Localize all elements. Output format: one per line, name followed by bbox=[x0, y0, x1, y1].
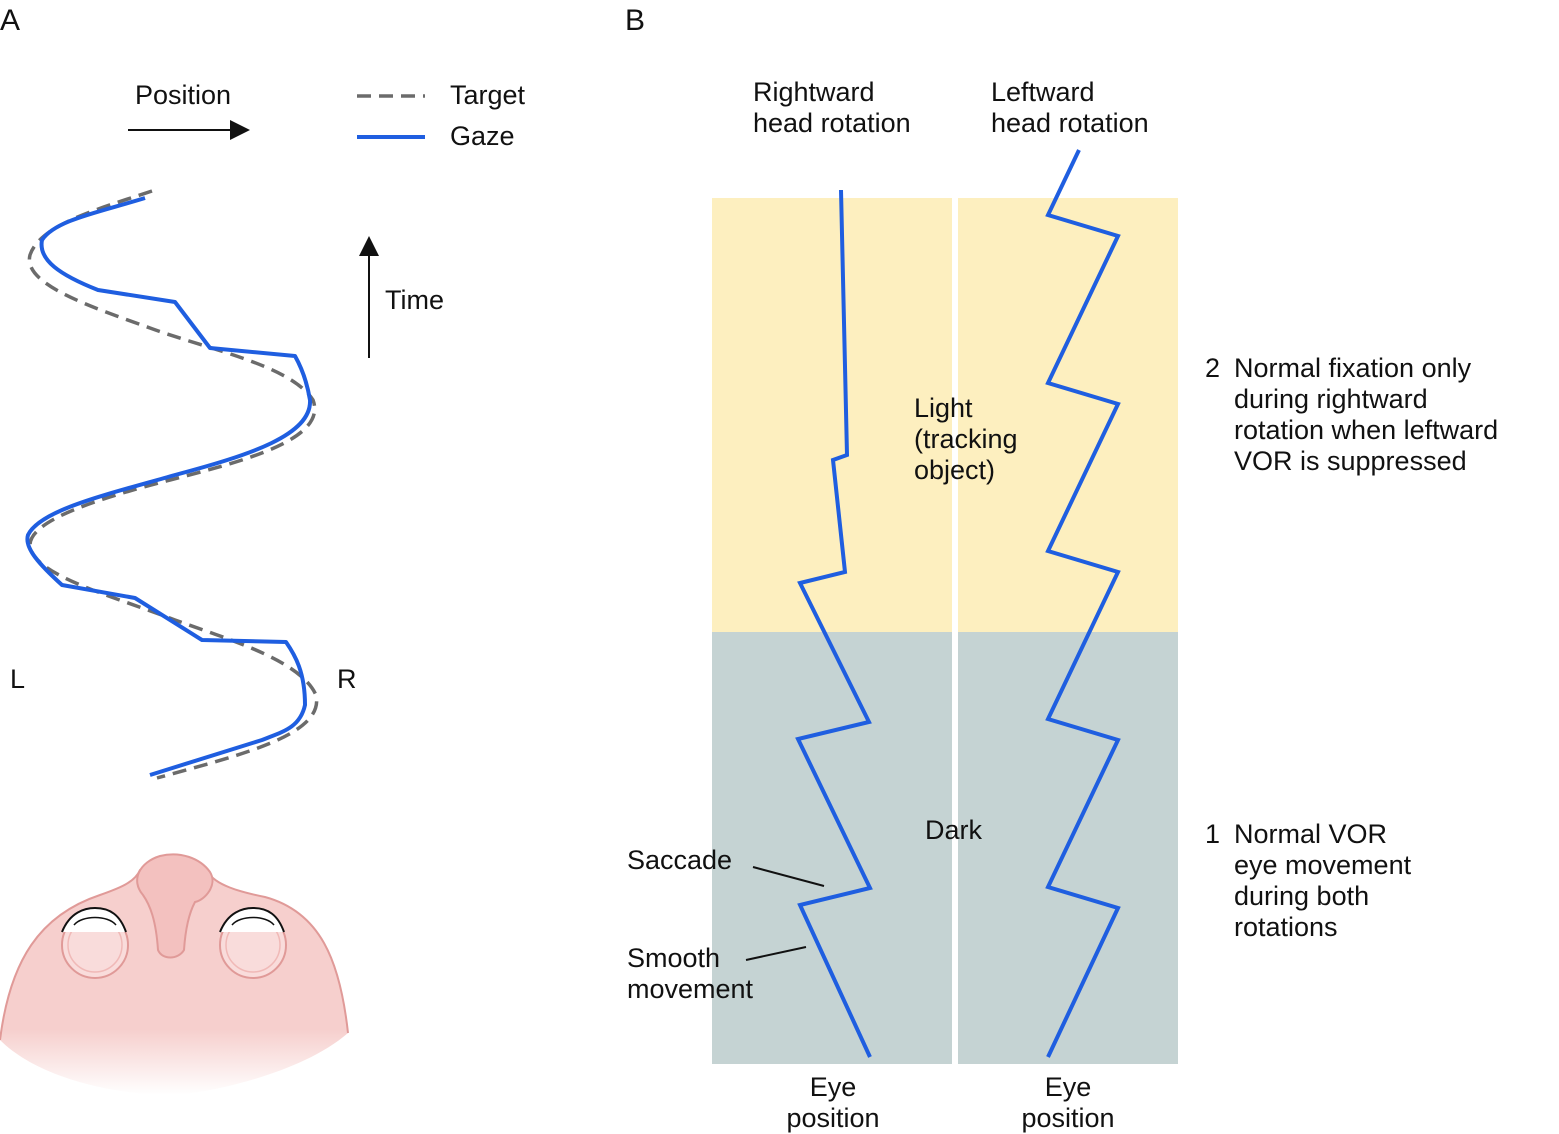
rightward-heading-line1: Rightward bbox=[753, 77, 875, 107]
leftward-heading-line2: head rotation bbox=[991, 108, 1149, 138]
note-top-line2: during rightward bbox=[1234, 384, 1428, 414]
head-illustration bbox=[0, 853, 349, 1095]
position-axis-label: Position bbox=[135, 80, 231, 110]
panel-a-label: A bbox=[0, 4, 20, 37]
panel-b: B Rightward head rotation Eye position L… bbox=[625, 4, 1498, 1133]
eye-trace-leftward bbox=[1045, 149, 1121, 1058]
right-eye-icon bbox=[219, 906, 287, 979]
column-rightward: Rightward head rotation Eye position bbox=[753, 77, 911, 1133]
note-top-line1: Normal fixation only bbox=[1234, 353, 1472, 383]
panel-a: A Position Target Gaze Time L R bbox=[0, 4, 526, 1095]
left-label: L bbox=[10, 664, 25, 694]
note-bottom: 1 Normal VOR eye movement during both ro… bbox=[1205, 819, 1412, 942]
note-bottom-number: 1 bbox=[1205, 819, 1220, 849]
note-bottom-line2: eye movement bbox=[1234, 850, 1412, 880]
dark-region-right bbox=[712, 632, 952, 1064]
legend: Target Gaze bbox=[357, 80, 526, 151]
leftward-axis-line2: position bbox=[1021, 1103, 1114, 1133]
note-bottom-line4: rotations bbox=[1234, 912, 1338, 942]
rightward-axis-line1: Eye bbox=[810, 1072, 857, 1102]
note-bottom-line1: Normal VOR bbox=[1234, 819, 1387, 849]
note-bottom-line3: during both bbox=[1234, 881, 1369, 911]
smooth-pointer bbox=[745, 946, 807, 961]
light-label-line2: (tracking bbox=[914, 424, 1018, 454]
light-label-line3: object) bbox=[914, 455, 995, 485]
note-top: 2 Normal fixation only during rightward … bbox=[1205, 353, 1498, 476]
light-region-right bbox=[712, 198, 952, 632]
saccade-pointer bbox=[752, 866, 825, 887]
time-axis-label: Time bbox=[385, 285, 444, 315]
note-top-line3: rotation when leftward bbox=[1234, 415, 1498, 445]
left-eye-icon bbox=[61, 906, 129, 979]
gaze-trace bbox=[25, 196, 313, 777]
right-label: R bbox=[337, 664, 357, 694]
legend-gaze-label: Gaze bbox=[450, 121, 515, 151]
dark-label: Dark bbox=[925, 815, 983, 845]
legend-target-label: Target bbox=[450, 80, 526, 110]
note-top-line4: VOR is suppressed bbox=[1234, 446, 1467, 476]
nose-shape bbox=[136, 853, 214, 959]
rightward-heading-line2: head rotation bbox=[753, 108, 911, 138]
light-label-line1: Light bbox=[914, 393, 973, 423]
column-leftward: Leftward head rotation Eye position bbox=[991, 77, 1149, 1133]
saccade-label: Saccade bbox=[627, 845, 732, 875]
light-region-left bbox=[958, 198, 1178, 632]
leftward-heading-line1: Leftward bbox=[991, 77, 1095, 107]
smooth-label-line1: Smooth bbox=[627, 943, 720, 973]
note-top-number: 2 bbox=[1205, 353, 1220, 383]
target-trace bbox=[27, 189, 319, 780]
eye-trace-rightward bbox=[795, 189, 873, 1058]
panel-b-label: B bbox=[625, 4, 645, 37]
rightward-axis-line2: position bbox=[786, 1103, 879, 1133]
smooth-label-line2: movement bbox=[627, 974, 754, 1004]
leftward-axis-line1: Eye bbox=[1045, 1072, 1092, 1102]
